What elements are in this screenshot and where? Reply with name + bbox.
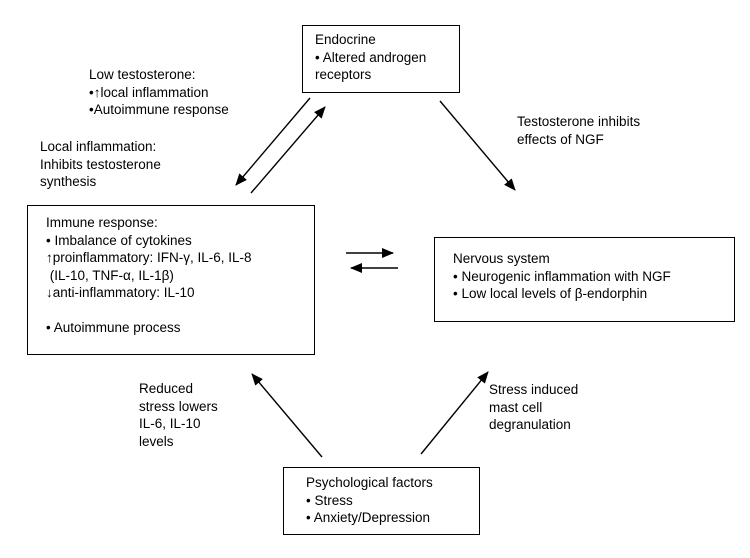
label-line: •↑local inflammation bbox=[89, 84, 209, 100]
label-line: degranulation bbox=[489, 417, 571, 432]
label-line: levels bbox=[139, 433, 174, 449]
endocrine-title: Endocrine bbox=[315, 32, 376, 47]
immune-item: ↑proinflammatory: IFN-γ, IL-6, IL-8 bbox=[46, 250, 252, 265]
label-line: IL-6, IL-10 bbox=[139, 416, 201, 431]
label-line: Stress induced bbox=[489, 382, 579, 397]
label-line: Reduced bbox=[139, 381, 194, 396]
label-line: Inhibits testosterone bbox=[40, 156, 161, 172]
label-line: Testosterone inhibits bbox=[517, 114, 641, 129]
nervous-title: Nervous system bbox=[453, 251, 550, 266]
arrow-endocrine-to-immune bbox=[235, 97, 311, 186]
label-line: synthesis bbox=[40, 174, 97, 189]
label-line: Low testosterone: bbox=[89, 67, 196, 82]
arrow-immune-to-endocrine bbox=[250, 106, 326, 194]
label-line: •Autoimmune response bbox=[89, 102, 229, 117]
label-reduced-stress-lowers: Reduced stress lowers IL-6, IL-10 levels bbox=[139, 380, 218, 450]
immune-response-box: Immune response: • Imbalance of cytokine… bbox=[27, 205, 315, 355]
psychological-title: Psychological factors bbox=[306, 475, 433, 490]
arrow-psychological-to-nervous bbox=[420, 371, 489, 455]
label-line: stress lowers bbox=[139, 398, 218, 414]
label-low-testosterone: Low testosterone: •↑local inflammation •… bbox=[89, 66, 229, 119]
arrow-endocrine-to-nervous bbox=[439, 100, 516, 191]
psychological-item: • Anxiety/Depression bbox=[306, 510, 431, 525]
label-stress-mast-cell: Stress induced mast cell degranulation bbox=[489, 381, 578, 434]
psychological-item: • Stress bbox=[306, 492, 353, 508]
label-local-inflammation: Local inflammation: Inhibits testosteron… bbox=[40, 138, 161, 191]
psychological-factors-box: Psychological factors • Stress • Anxiety… bbox=[283, 467, 480, 535]
immune-item: (IL-10, TNF-α, IL-1β) bbox=[46, 267, 174, 283]
immune-title: Immune response: bbox=[46, 215, 158, 230]
immune-item: ↓anti-inflammatory: IL-10 bbox=[46, 285, 195, 300]
endocrine-item: • Altered androgen bbox=[315, 49, 427, 65]
immune-item: • Imbalance of cytokines bbox=[46, 232, 192, 248]
label-line: effects of NGF bbox=[517, 131, 604, 147]
nervous-item: • Neurogenic inflammation with NGF bbox=[453, 268, 671, 284]
nervous-item: • Low local levels of β-endorphin bbox=[453, 286, 648, 301]
label-testosterone-inhibits-ngf: Testosterone inhibits effects of NGF bbox=[517, 113, 640, 148]
nervous-system-box: Nervous system • Neurogenic inflammation… bbox=[434, 237, 735, 322]
endocrine-item: receptors bbox=[315, 67, 372, 82]
arrow-psychological-to-immune bbox=[251, 373, 323, 458]
endocrine-box: Endocrine • Altered androgen receptors bbox=[302, 25, 460, 93]
label-line: Local inflammation: bbox=[40, 139, 157, 154]
label-line: mast cell bbox=[489, 399, 543, 415]
immune-item: • Autoimmune process bbox=[46, 320, 181, 335]
immune-spacer bbox=[46, 302, 308, 320]
